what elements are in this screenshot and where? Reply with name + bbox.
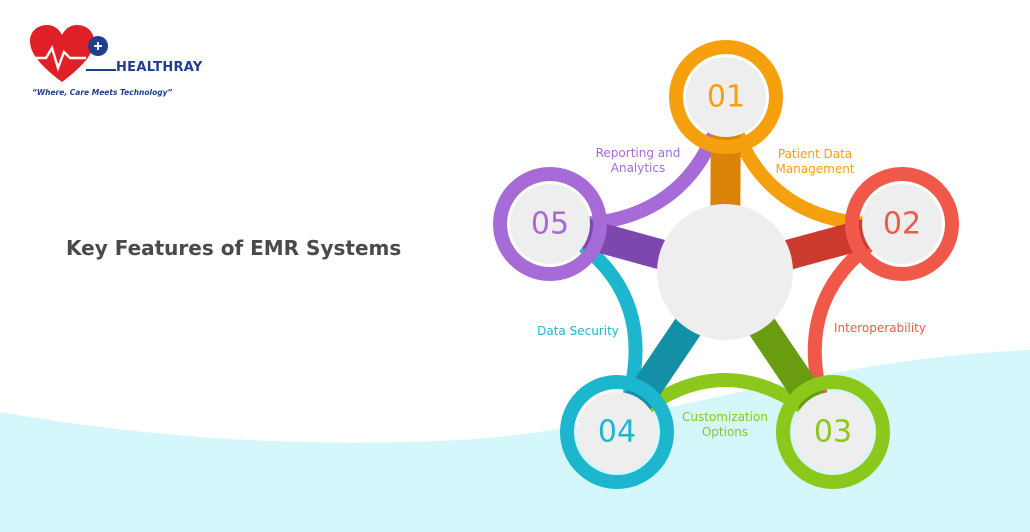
node-ring-05: [493, 167, 607, 281]
node-disc-04: [577, 392, 657, 472]
node-disc-02: [862, 184, 942, 264]
node-ring-01: [669, 40, 783, 154]
feature-label-04: Data Security: [537, 324, 619, 338]
feature-label-02: Interoperability: [834, 321, 926, 335]
center-circle: [657, 204, 793, 340]
node-number-04: 04: [598, 415, 636, 450]
node-disc-03: [793, 392, 873, 472]
node-number-05: 05: [531, 207, 569, 242]
page-title: Key Features of EMR Systems: [66, 236, 402, 260]
node-disc-01: [686, 57, 766, 137]
logo-tagline: “Where, Care Meets Technology”: [32, 88, 173, 97]
node-number-03: 03: [814, 415, 852, 450]
node-number-01: 01: [707, 80, 745, 115]
node-disc-05: [510, 184, 590, 264]
healthray-logo: HEALTHRAY “Where, Care Meets Technology”: [28, 24, 202, 104]
node-ring-03: [776, 375, 890, 489]
node-ring-02: [845, 167, 959, 281]
node-number-02: 02: [883, 207, 921, 242]
logo-brand-name: HEALTHRAY: [116, 60, 203, 75]
heart-logo-icon: [28, 25, 116, 82]
node-ring-04: [560, 375, 674, 489]
